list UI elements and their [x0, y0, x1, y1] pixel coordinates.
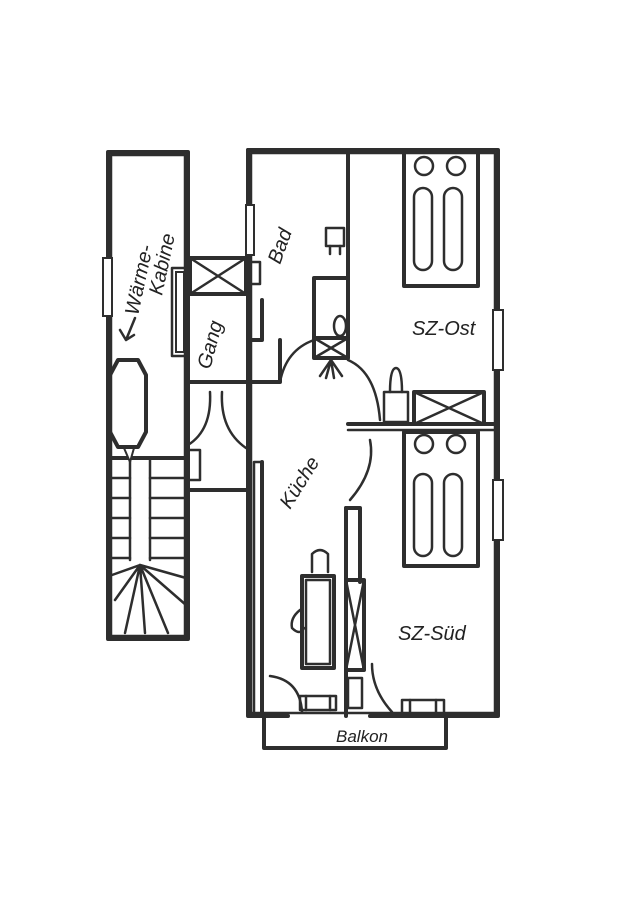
kueche-doors — [346, 358, 382, 502]
sz-sued-bed — [402, 430, 480, 568]
room-label-kueche: Küche — [276, 453, 325, 513]
kitchen-stove — [344, 578, 366, 710]
room-label-sz-ost: SZ-Ost — [412, 318, 477, 340]
kitchen-balcony-door — [268, 662, 394, 714]
gang-walls — [170, 260, 250, 492]
bad-toilet — [324, 226, 346, 256]
sz-ost-bed — [402, 150, 480, 288]
room-label-balkon: Balkon — [336, 727, 388, 746]
bedroom-partition — [346, 390, 500, 432]
room-label-sz-sued: SZ-Süd — [398, 623, 467, 645]
bad-washbasin — [332, 314, 348, 338]
sz-ost-nightstand — [382, 366, 410, 424]
main-walls — [245, 148, 504, 750]
room-label-kabine: Kabine — [145, 232, 179, 297]
waerme-kabine-arrow — [118, 316, 137, 342]
sauna-stove — [108, 358, 148, 449]
sz-sued-balcony-door — [400, 698, 446, 716]
bad-door — [278, 336, 350, 384]
bad-fixture — [246, 260, 262, 286]
kitchen-chair-left — [290, 608, 306, 634]
staircase — [108, 447, 202, 635]
kitchen-chair-top — [310, 548, 330, 574]
room-label-bad: Bad — [264, 225, 297, 267]
gang-cabinet-x — [188, 256, 248, 296]
room-label-gang: Gang — [194, 318, 228, 371]
kitchen-counter — [300, 574, 336, 670]
